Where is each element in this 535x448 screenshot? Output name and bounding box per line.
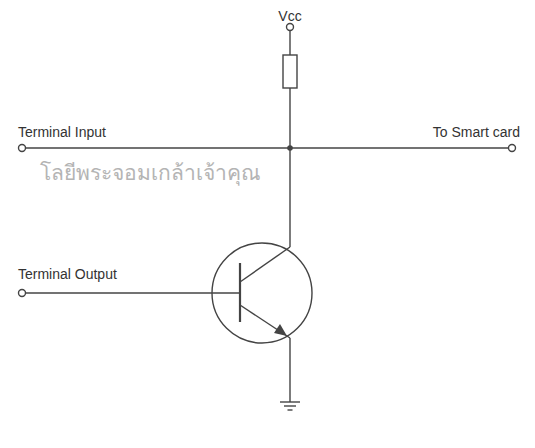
wire [26,292,241,293]
wire [289,148,290,247]
supply-label: Vcc [278,8,301,25]
signal-label: Terminal Input [18,124,106,141]
ground-symbol [280,401,300,402]
junction-dot [287,145,293,151]
output-terminal [19,290,26,297]
ground-symbol [284,405,296,406]
smartcard-terminal [509,145,516,152]
transistor-collector [240,247,290,282]
wire [289,31,290,55]
watermark: โลยีพระจอมเกล้าเจ้าคุณ [40,160,260,185]
vcc-terminal [287,24,294,31]
wire [26,147,509,148]
emitter-arrow [274,324,287,336]
input-terminal [19,145,26,152]
wire [289,338,290,402]
ground-symbol [288,409,293,410]
wire [289,88,290,148]
transistor-emitter [240,305,290,338]
signal-label: To Smart card [433,124,520,141]
resistor-symbol [283,55,297,88]
signal-label: Terminal Output [18,266,117,283]
